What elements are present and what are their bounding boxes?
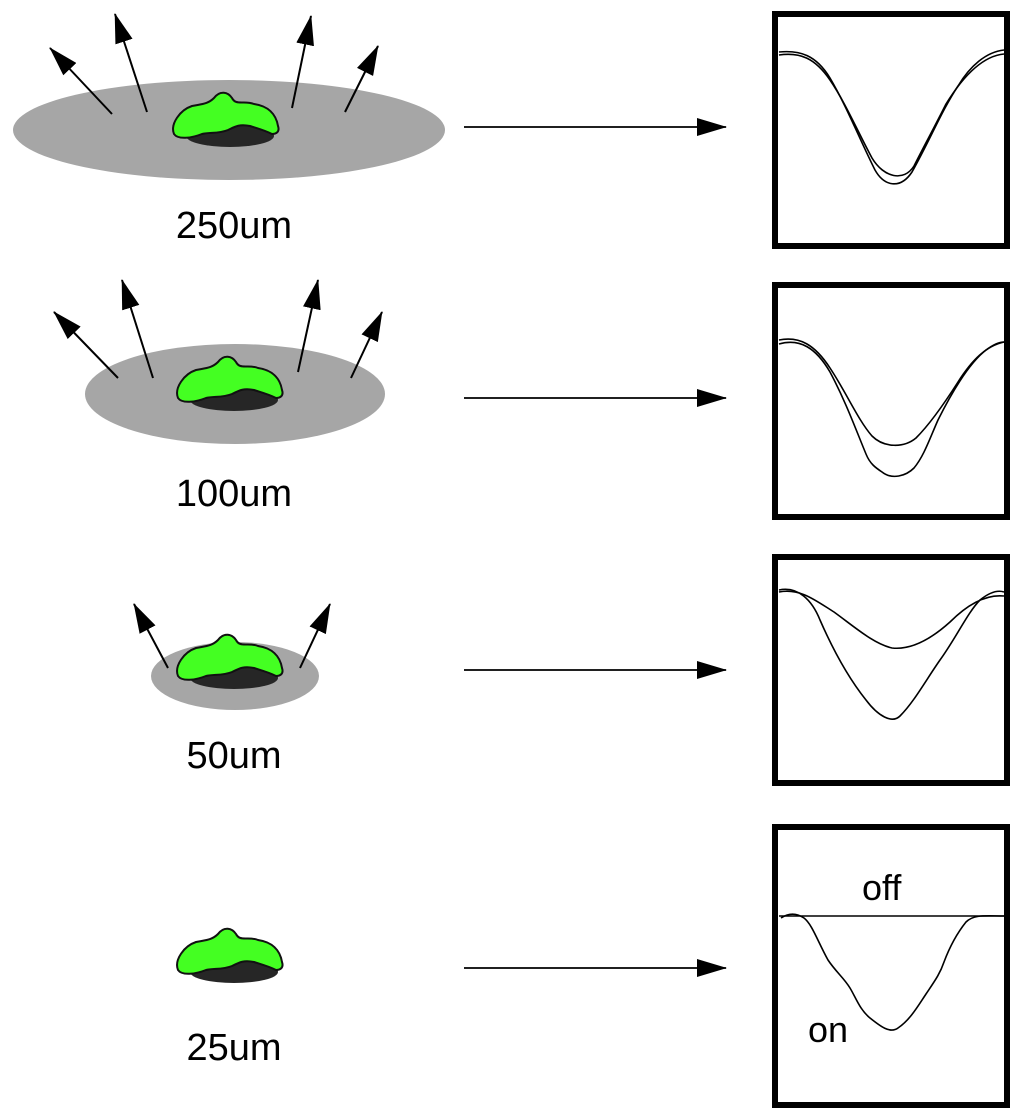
- emission-arrow: [133, 603, 169, 669]
- emission-arrow: [299, 603, 331, 669]
- size-label-50um: 50um: [186, 735, 281, 777]
- trace-line: [778, 590, 1005, 650]
- emission-arrows-100um: [53, 279, 383, 379]
- trace-box-frame: [772, 282, 1010, 520]
- trace-line: [778, 53, 1005, 177]
- emission-arrow: [114, 13, 148, 113]
- cell-25um: [176, 927, 284, 983]
- trace-line: [778, 588, 1005, 720]
- row-250um: 250um: [13, 11, 1010, 249]
- trace-box-50um: [772, 554, 1010, 786]
- cell-50um: [176, 633, 284, 689]
- trace-box-25um: off on: [772, 824, 1010, 1108]
- emission-arrow: [53, 311, 119, 379]
- size-label-25um: 25um: [186, 1027, 281, 1069]
- emission-arrow: [291, 15, 314, 109]
- trace-box-frame: [772, 554, 1010, 786]
- trace-label-off: off: [862, 867, 902, 908]
- emission-arrow: [297, 279, 321, 373]
- cell-body: [172, 91, 280, 139]
- row-100um: 100um: [53, 279, 1010, 520]
- emission-arrows-250um: [49, 13, 379, 115]
- trace-box-250um: [772, 11, 1010, 249]
- cell-body: [176, 355, 284, 403]
- trace-label-on: on: [808, 1009, 848, 1050]
- trace-line-on: [780, 913, 1005, 1031]
- trace-box-frame: [772, 824, 1010, 1108]
- row-50um: 50um: [133, 554, 1010, 786]
- size-label-100um: 100um: [176, 473, 292, 515]
- trace-box-100um: [772, 282, 1010, 520]
- emission-arrows-50um: [133, 603, 331, 669]
- emission-arrow: [49, 47, 113, 115]
- row-25um: 25um off on: [176, 824, 1010, 1108]
- trace-line: [778, 338, 1005, 447]
- emission-arrow: [350, 311, 383, 379]
- trace-line: [778, 341, 1005, 478]
- size-label-250um: 250um: [176, 205, 292, 247]
- cell-body: [176, 927, 284, 975]
- cell-100um: [176, 355, 284, 411]
- cell-body: [176, 633, 284, 681]
- emission-arrow: [121, 279, 154, 379]
- trace-box-frame: [772, 11, 1010, 249]
- cell-250um: [172, 91, 280, 147]
- emission-arrow: [344, 45, 379, 113]
